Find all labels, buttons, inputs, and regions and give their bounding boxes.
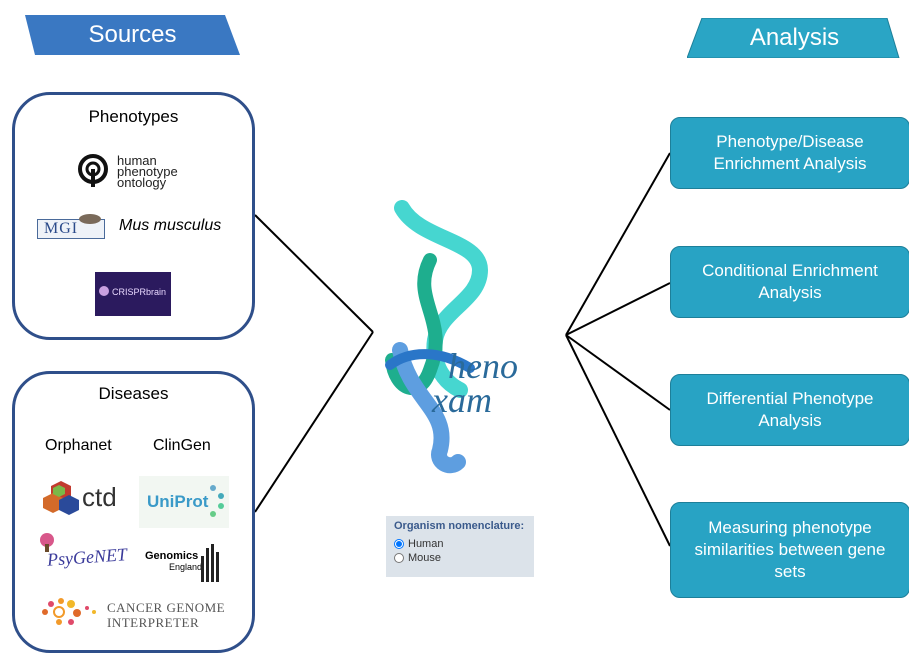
mouse-icon — [79, 214, 101, 224]
genomics-england-logo: Genomics England — [145, 544, 219, 584]
mouse-label: Mouse — [408, 552, 442, 564]
phenotypes-title: Phenotypes — [88, 107, 179, 126]
crisprbrain-logo: CRISPRbrain — [95, 272, 171, 316]
diseases-box: Diseases Orphanet ClinGen ctd UniProt Ps… — [12, 371, 255, 653]
cgi-logo-text: CANCER GENOME INTERPRETER — [107, 600, 225, 630]
phenoexam-logo: heno xam — [385, 200, 518, 474]
phenotype-similarities-label: Measuring phenotype similarities between… — [694, 518, 886, 581]
cgi-line1: CANCER GENOME — [107, 600, 226, 615]
uniprot-dots-icon — [210, 485, 224, 517]
logo-ribbon-blue — [392, 342, 466, 474]
conditional-enrichment-button[interactable]: Conditional Enrichment Analysis — [670, 246, 909, 318]
logo-ribbon-darkblue — [385, 349, 475, 373]
uniprot-logo: UniProt — [139, 476, 229, 528]
analysis-header-label: Analysis — [749, 24, 840, 51]
hpo-text-line3: ontology — [117, 175, 167, 190]
ctd-logo-icon — [43, 481, 79, 515]
phenotype-disease-enrichment-button[interactable]: Phenotype/Disease Enrichment Analysis — [670, 117, 909, 189]
cgi-line2: INTERPRETER — [107, 615, 200, 630]
organism-panel: Organism nomenclature: Human Mouse — [386, 516, 534, 577]
hpo-logo-icon — [78, 154, 108, 187]
organism-option-human[interactable]: Human — [394, 538, 526, 550]
phenotypes-box: Phenotypes human phenotype ontology MGI … — [12, 92, 255, 340]
mgi-logo: MGI — [37, 214, 105, 239]
psygenet-logo-text: PsyGeNET — [46, 544, 128, 570]
england-text: England — [169, 562, 203, 572]
genomics-text: Genomics — [145, 550, 199, 562]
conditional-enrichment-label: Conditional Enrichment Analysis — [702, 261, 878, 302]
logo-text-heno: heno — [448, 346, 518, 386]
phenotype-similarities-button[interactable]: Measuring phenotype similarities between… — [670, 502, 909, 598]
ctd-logo-text: ctd — [82, 482, 117, 512]
genomics-bars-icon — [201, 544, 219, 582]
phenotype-disease-enrichment-label: Phenotype/Disease Enrichment Analysis — [713, 132, 867, 173]
sources-header: Sources — [25, 15, 240, 55]
psygenet-tree-icon — [40, 533, 54, 552]
logo-ribbon-green — [385, 253, 443, 396]
brain-icon — [99, 286, 109, 296]
analysis-header: Analysis — [687, 18, 902, 58]
sources-header-shape — [25, 15, 240, 55]
crisprbrain-text: CRISPRbrain — [112, 287, 167, 297]
differential-phenotype-label: Differential Phenotype Analysis — [706, 389, 874, 430]
cgi-dots-icon — [42, 598, 96, 625]
mus-musculus-label: Mus musculus — [119, 217, 222, 234]
hpo-logo-text: human phenotype ontology — [117, 153, 178, 190]
human-radio[interactable] — [394, 539, 404, 549]
human-label: Human — [408, 538, 444, 550]
uniprot-text: UniProt — [147, 492, 209, 511]
analysis-header-shape — [687, 18, 900, 58]
mouse-radio[interactable] — [394, 553, 404, 563]
orphanet-label: Orphanet — [45, 437, 112, 454]
organism-option-mouse[interactable]: Mouse — [394, 552, 526, 564]
clingen-label: ClinGen — [153, 437, 211, 454]
mgi-logo-text: MGI — [44, 220, 79, 237]
organism-title: Organism nomenclature: — [394, 520, 525, 532]
hpo-text-line2: phenotype — [117, 164, 178, 179]
hpo-text-line1: human — [117, 153, 157, 168]
sources-header-label: Sources — [88, 21, 177, 48]
differential-phenotype-button[interactable]: Differential Phenotype Analysis — [670, 374, 909, 446]
logo-text-xam: xam — [431, 380, 492, 420]
diseases-title: Diseases — [98, 384, 169, 403]
